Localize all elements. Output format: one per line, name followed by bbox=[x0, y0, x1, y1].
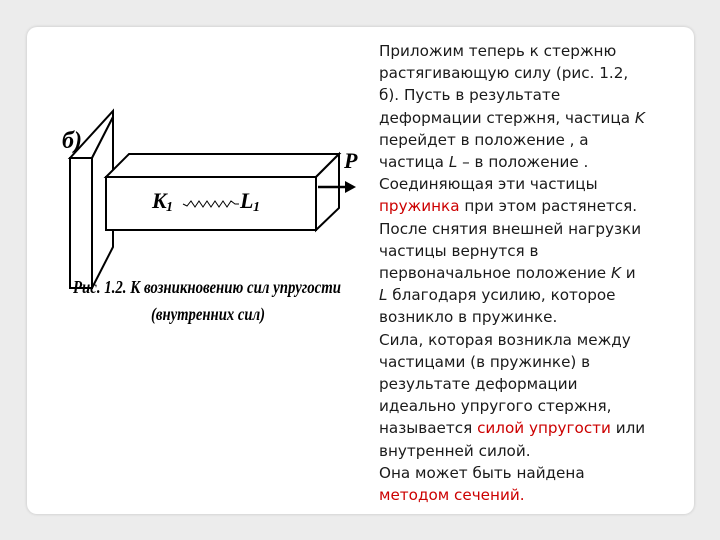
lecture-text: Приложим теперь к стержню растягивающую … bbox=[379, 40, 699, 506]
particle-k-ref: K bbox=[634, 108, 645, 127]
particle-l-ref: L bbox=[448, 153, 458, 172]
text-line: благодаря усилию, которое bbox=[387, 286, 616, 305]
text-line: Сила, которая возникла между bbox=[379, 330, 631, 349]
force-label: P bbox=[343, 148, 358, 173]
text-line: Она может быть найдена bbox=[379, 463, 585, 482]
text-line: деформации стержня, частица bbox=[379, 108, 635, 127]
text-line: частицами (в пружинке) в bbox=[379, 352, 591, 371]
highlight-elastic-force: силой упругости bbox=[477, 419, 611, 438]
wall-front bbox=[69, 157, 93, 289]
paragraph-1: Приложим теперь к стержню растягивающую … bbox=[379, 40, 699, 329]
text-line: растягивающую силу (рис. 1.2, bbox=[379, 64, 629, 83]
text-line: частица bbox=[379, 153, 449, 172]
figure-caption-line2: (внутренних сил) bbox=[151, 304, 265, 324]
text-line: идеально упругого стержня, bbox=[379, 397, 612, 416]
figure-caption-line1: Рис. 1.2. К возникновению сил упругости bbox=[72, 277, 341, 297]
particle-k-subscript: 1 bbox=[166, 200, 173, 215]
panel-label: б) bbox=[62, 128, 82, 154]
text-line: результате деформации bbox=[379, 375, 578, 394]
text-line: называется bbox=[379, 419, 478, 438]
paragraph-2: Сила, которая возникла между частицами (… bbox=[379, 329, 699, 462]
force-arrow-head bbox=[345, 181, 356, 193]
text-line: возникло в пружинке. bbox=[379, 308, 558, 327]
text-line: б). Пусть в результате bbox=[379, 86, 561, 105]
particle-l-label: L bbox=[239, 188, 253, 213]
particle-l-ref: L bbox=[379, 286, 388, 305]
text-line: и bbox=[620, 264, 636, 283]
highlight-section-method: методом сечений. bbox=[379, 486, 525, 505]
text-line: или bbox=[610, 419, 646, 438]
text-line: при этом растянется. bbox=[459, 197, 638, 216]
text-line: первоначальное положение bbox=[379, 264, 611, 283]
text-line: После снятия внешней нагрузки bbox=[379, 219, 642, 238]
text-line: – в положение . bbox=[457, 153, 589, 172]
paragraph-3: Она может быть найдена методом сечений. bbox=[379, 462, 699, 506]
text-line: перейдет в положение , а bbox=[379, 130, 589, 149]
particle-k-label: K bbox=[151, 188, 168, 213]
particle-k-ref: K bbox=[610, 264, 621, 283]
text-line: Приложим теперь к стержню bbox=[379, 42, 617, 60]
text-line: частицы вернутся в bbox=[379, 241, 539, 260]
text-line: внутренней силой. bbox=[379, 441, 531, 460]
particle-l-subscript: 1 bbox=[253, 200, 260, 215]
highlight-spring: пружинка bbox=[379, 197, 460, 216]
text-line: Соединяющая эти частицы bbox=[379, 175, 598, 194]
rod-top-face bbox=[103, 153, 342, 178]
slide-card bbox=[27, 27, 694, 514]
spring bbox=[182, 200, 239, 208]
wall-side bbox=[91, 116, 114, 289]
rod-front-face bbox=[105, 176, 317, 231]
